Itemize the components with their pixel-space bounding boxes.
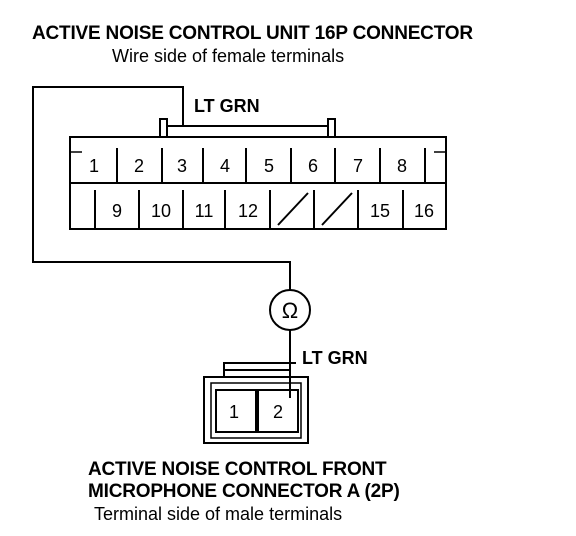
- bottom-connector: 1 2: [203, 362, 309, 444]
- terminal-label: 1: [89, 156, 99, 176]
- ohm-symbol: Ω: [282, 298, 298, 323]
- terminal-label: 9: [112, 201, 122, 221]
- terminal-label: 4: [220, 156, 230, 176]
- top-wire-label: LT GRN: [194, 96, 260, 116]
- bottom-terminal-1: [215, 389, 257, 433]
- bottom-terminal-2: [257, 389, 299, 433]
- terminal-label: 15: [370, 201, 390, 221]
- top-connector: 1 2 3 4 5 6 7 8 9 10 11 12 15 16: [69, 118, 447, 230]
- terminal-label: 3: [177, 156, 187, 176]
- top-connector-subtitle: Wire side of female terminals: [112, 46, 345, 66]
- unused-cavity-mark: [321, 192, 353, 226]
- bottom-connector-subtitle: Terminal side of male terminals: [94, 504, 343, 524]
- bottom-connector-housing: [203, 376, 309, 444]
- bottom-connector-title-line2: MICROPHONE CONNECTOR A (2P): [88, 481, 400, 502]
- top-connector-lock-tab: [159, 118, 336, 136]
- test-lead-wire: [32, 86, 291, 290]
- bottom-wire-label: LT GRN: [302, 348, 368, 368]
- terminal-label: 8: [397, 156, 407, 176]
- terminal-label: 16: [414, 201, 434, 221]
- bottom-connector-title-line1: ACTIVE NOISE CONTROL FRONT: [88, 459, 387, 480]
- terminal-label: 7: [353, 156, 363, 176]
- terminal-label: 6: [308, 156, 318, 176]
- unused-cavity-mark: [277, 192, 309, 226]
- terminal-label: 10: [151, 201, 171, 221]
- terminal-label: 2: [134, 156, 144, 176]
- terminal-label: 1: [229, 402, 239, 422]
- bottom-connector-lock-tab: [223, 362, 296, 377]
- terminal-label: 5: [264, 156, 274, 176]
- terminal-label: 2: [273, 402, 283, 422]
- terminal-label: 11: [195, 201, 214, 221]
- top-connector-title: ACTIVE NOISE CONTROL UNIT 16P CONNECTOR: [32, 23, 473, 44]
- terminal-label: 12: [238, 201, 258, 221]
